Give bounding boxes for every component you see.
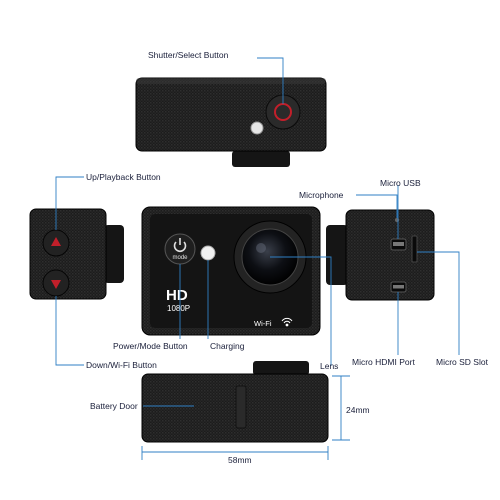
- down-arrow-icon: [51, 280, 61, 289]
- right-mount: [326, 225, 348, 285]
- camera-front-view: mode HD 1080P Wi-Fi: [141, 206, 321, 336]
- label-micro-hdmi-port: Micro HDMI Port: [352, 357, 415, 367]
- label-charging: Charging: [210, 341, 245, 351]
- label-down-wifi-button: Down/Wi-Fi Button: [86, 360, 157, 370]
- label-battery-door: Battery Door: [90, 401, 138, 411]
- left-mount: [104, 225, 124, 283]
- camera-right-side-view: [326, 209, 435, 301]
- bottom-body: [141, 373, 329, 443]
- down-leader: [55, 296, 84, 366]
- camera-bottom-view: [141, 361, 329, 443]
- height-dimension-line: [332, 375, 350, 441]
- shutter-leader: [257, 57, 284, 104]
- label-width-58mm: 58mm: [228, 455, 252, 465]
- label-height-24mm: 24mm: [346, 405, 370, 415]
- up-leader: [55, 176, 84, 230]
- micro-sd-slot: [411, 235, 418, 263]
- label-shutter-select-button: Shutter/Select Button: [148, 50, 229, 60]
- lens-leader: [270, 256, 332, 366]
- leader-lines: [55, 57, 460, 460]
- power-icon: [173, 238, 187, 253]
- label-power-mode-button: Power/Mode Button: [113, 341, 188, 351]
- top-mount: [232, 151, 290, 167]
- resolution-text: 1080P: [167, 304, 190, 313]
- camera-left-side-view: [29, 208, 124, 300]
- power-mode-text: mode: [172, 255, 188, 261]
- hd-logo-text: HD: [166, 287, 188, 304]
- label-micro-sd-slot: Micro SD Slot: [436, 357, 488, 367]
- camera-top-view: [135, 77, 327, 167]
- top-indicator-light: [250, 121, 264, 135]
- label-microphone: Microphone: [299, 190, 344, 200]
- wifi-text: Wi-Fi: [254, 319, 272, 328]
- label-up-playback-button: Up/Playback Button: [86, 172, 161, 182]
- label-micro-usb: Micro USB: [380, 178, 421, 188]
- label-lens: Lens: [320, 361, 339, 371]
- width-dimension-line: [141, 446, 329, 460]
- bottom-mount: [253, 361, 309, 375]
- battery-door-latch: [235, 385, 247, 429]
- micro-sd-leader: [417, 251, 460, 355]
- wifi-icon: [281, 317, 293, 327]
- right-body: [345, 209, 435, 301]
- charging-light: [200, 245, 216, 261]
- up-arrow-icon: [51, 237, 61, 246]
- microphone-leader: [356, 194, 398, 218]
